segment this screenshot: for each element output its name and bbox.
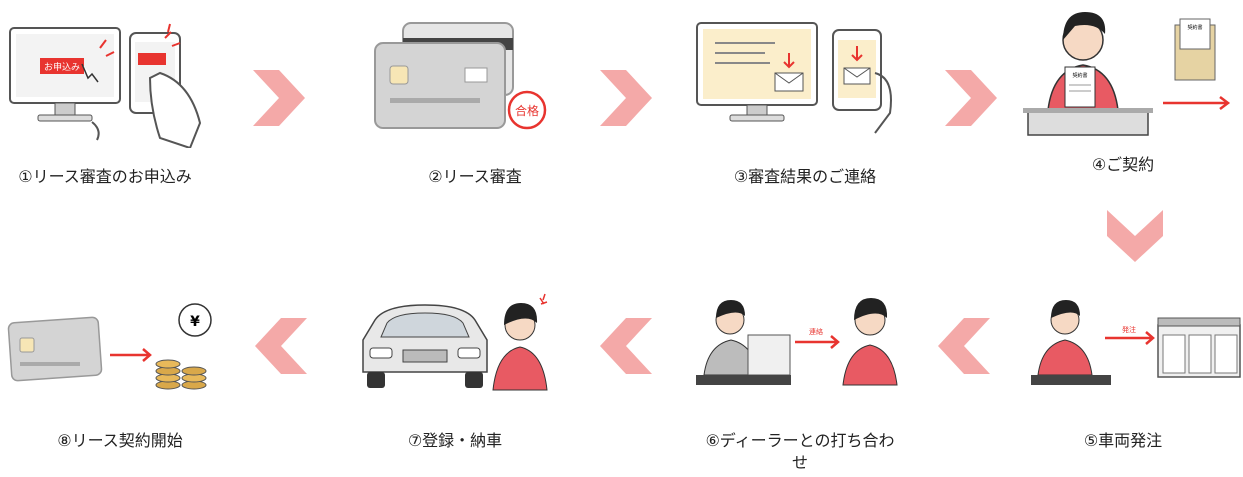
step-4-label: ④ご契約 [1091, 155, 1155, 174]
svg-text:合格: 合格 [515, 103, 539, 118]
apply-online-illustration: お申込み [9, 23, 202, 148]
contract-signing-illustration: 契約書 契約書 [1023, 12, 1231, 136]
step-6-label: ⑥ディーラーとの打ち合わせ [705, 431, 895, 472]
arrow-left-1 [938, 318, 990, 374]
arrow-right-3 [945, 70, 997, 126]
step-8-lease-start: ¥ ⑧リース契約開始 [0, 290, 240, 452]
step-1-label: ①リース審査のお申込み [18, 167, 192, 186]
step-5-label: ⑤車両発注 [1083, 431, 1163, 450]
arrow-left-3 [255, 318, 307, 374]
card-review-illustration: 合格 [374, 22, 547, 130]
step-4-contract: 契約書 契約書 ④ご契約 [1003, 5, 1243, 176]
step-7-delivery: ⑦登録・納車 [335, 290, 575, 452]
step-7-label: ⑦登録・納車 [407, 431, 503, 450]
arrow-right-2 [600, 70, 652, 126]
svg-text:¥: ¥ [190, 314, 200, 330]
arrow-left-2 [600, 318, 652, 374]
svg-text:契約書: 契約書 [1187, 24, 1202, 31]
step-3-label: ③審査結果のご連絡 [733, 167, 877, 186]
lease-payment-illustration: ¥ [7, 303, 212, 390]
step-5-vehicle-order: 発注 ⑤車両発注 [1003, 290, 1243, 452]
dealer-meeting-illustration: 連絡 [696, 298, 898, 386]
svg-text:連絡: 連絡 [809, 327, 823, 336]
arrow-down [1107, 210, 1163, 262]
arrow-right-1 [253, 70, 305, 126]
step-2-label: ②リース審査 [428, 167, 522, 186]
step-8-label: ⑧リース契約開始 [57, 431, 183, 450]
vehicle-order-illustration: 発注 [1031, 300, 1241, 385]
svg-text:契約書: 契約書 [1072, 72, 1087, 79]
email-notice-illustration [696, 22, 892, 134]
step-2-review: 合格 ②リース審査 [355, 18, 595, 188]
step-3-result-notice: ③審査結果のご連絡 [685, 18, 925, 188]
svg-text:発注: 発注 [1122, 325, 1136, 334]
step-6-dealer-meeting: 連絡 ⑥ディーラーとの打ち合わせ [680, 290, 920, 474]
svg-text:お申込み: お申込み [44, 61, 80, 73]
step-1-apply: お申込み ①リース審査のお申込み [0, 18, 240, 188]
car-delivery-illustration [362, 293, 548, 391]
